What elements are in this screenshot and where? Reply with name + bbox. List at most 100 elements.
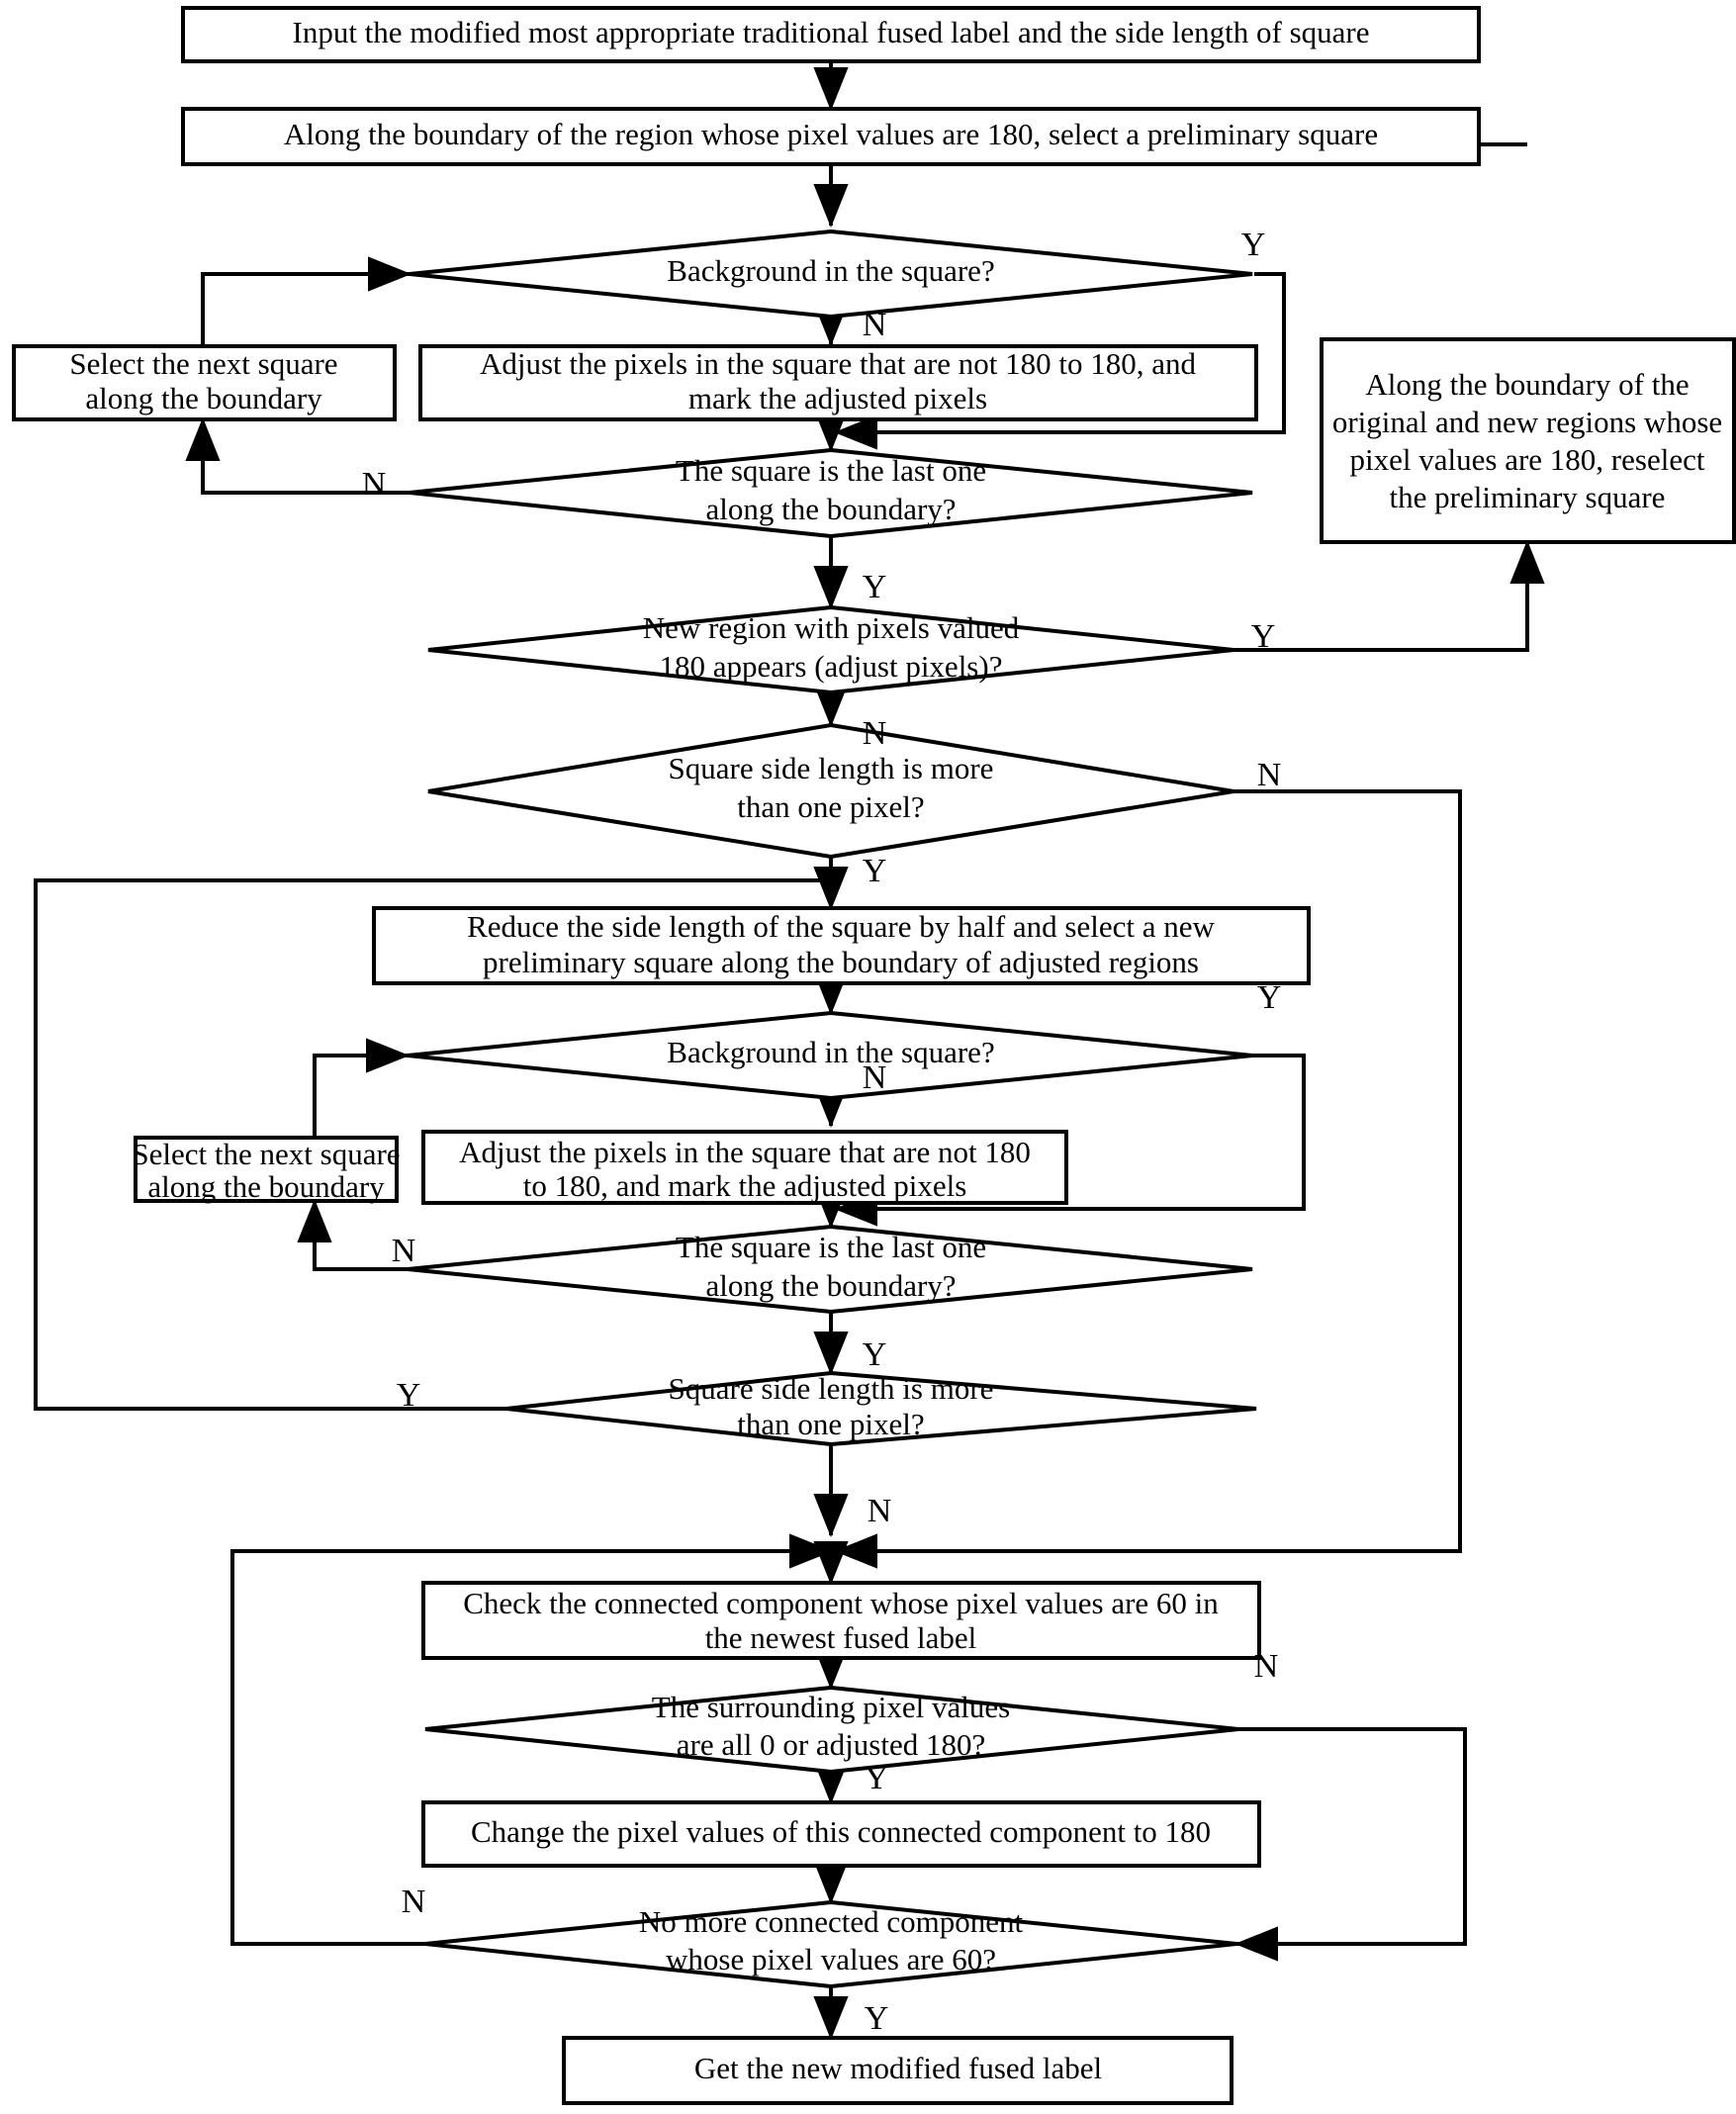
node-n1-line-0: Input the modified most appropriate trad… <box>293 15 1370 49</box>
branch-label-b9: Y <box>1257 979 1282 1016</box>
node-n6-rect <box>1320 337 1736 544</box>
node-n19-line-0: No more connected component <box>639 1904 1024 1939</box>
connectors <box>34 61 1545 2040</box>
node-n1-rect <box>181 6 1481 63</box>
node-n16-line-0: Check the connected component whose pixe… <box>463 1586 1219 1620</box>
node-n1: Input the modified most appropriate trad… <box>181 6 1481 63</box>
node-n19: No more connected component whose pixel … <box>424 1899 1237 1989</box>
node-n11: Background in the square? <box>407 1010 1253 1101</box>
edge-n15-Y-return <box>34 867 849 1411</box>
node-n6-line-1: original and new regions whose <box>1332 405 1722 439</box>
node-n4-line-0: Select the next square <box>69 346 337 381</box>
node-n20: Get the new modified fused label <box>562 2036 1233 2105</box>
branch-label-b10: N <box>863 1059 887 1096</box>
edge-n12-to-n11 <box>313 1038 410 1138</box>
node-n5-line-1: mark the adjusted pixels <box>688 381 987 415</box>
node-n12: Select the next square along the boundar… <box>132 1136 401 1204</box>
node-n5: Adjust the pixels in the square that are… <box>418 344 1258 421</box>
node-n19-line-1: whose pixel values are 60? <box>666 1942 996 1976</box>
node-n2-line-0: Along the boundary of the region whose p… <box>284 117 1378 151</box>
edge-n11-Y-bypass <box>834 1054 1306 1227</box>
node-n9-line-1: than one pixel? <box>737 789 924 824</box>
branch-label-b14: N <box>868 1493 892 1529</box>
node-n13-rect <box>421 1130 1068 1205</box>
node-n13-line-0: Adjust the pixels in the square that are… <box>459 1135 1031 1169</box>
node-n13-line-1: to 180, and mark the adjusted pixels <box>523 1168 967 1203</box>
branch-label-b1: Y <box>1241 227 1266 263</box>
node-n13: Adjust the pixels in the square that are… <box>421 1130 1068 1205</box>
node-n19-diamond <box>424 1899 1237 1989</box>
node-n17: The surrounding pixel values are all 0 o… <box>424 1685 1239 1775</box>
node-n12-line-1: along the boundary <box>147 1169 385 1204</box>
node-n6-line-2: pixel values are 180, reselect <box>1350 442 1705 477</box>
node-n18-rect <box>421 1800 1261 1868</box>
node-n12-rect <box>134 1136 399 1203</box>
edge-n17-N-n19 <box>1234 1727 1467 1962</box>
branch-label-b15: N <box>1254 1648 1279 1685</box>
branch-label-b2: N <box>863 307 887 343</box>
node-n14-diamond <box>407 1224 1253 1315</box>
node-n16: Check the connected component whose pixe… <box>421 1581 1261 1660</box>
node-n15-line-0: Square side length is more <box>669 1371 994 1406</box>
branch-label-b11: N <box>392 1233 416 1269</box>
node-n15-diamond <box>505 1370 1257 1447</box>
node-n3: Background in the square? <box>409 229 1253 320</box>
node-n5-rect <box>418 344 1258 421</box>
node-n18: Change the pixel values of this connecte… <box>421 1800 1261 1868</box>
edge-n4-to-n3 <box>201 256 411 346</box>
node-n15-line-1: than one pixel? <box>737 1407 924 1441</box>
node-n11-line-0: Background in the square? <box>667 1035 994 1069</box>
node-n6: Along the boundary of the original and n… <box>1320 337 1736 544</box>
node-n3-line-0: Background in the square? <box>667 253 994 288</box>
node-n18-line-0: Change the pixel values of this connecte… <box>471 1814 1211 1849</box>
node-n20-rect <box>562 2036 1233 2105</box>
branch-label-b6: N <box>863 715 887 752</box>
edge-n9-N-skip <box>834 789 1462 1569</box>
node-n8-diamond <box>427 604 1234 695</box>
branch-label-b18: Y <box>865 2000 889 2037</box>
edge-n7-N-n4 <box>185 417 410 495</box>
node-n7-diamond <box>409 447 1253 539</box>
node-n4-rect <box>12 344 397 421</box>
node-n20-line-0: Get the new modified fused label <box>694 2051 1102 2085</box>
branch-label-b4: Y <box>863 569 887 605</box>
branch-label-b13: Y <box>397 1377 421 1414</box>
node-n2: Along the boundary of the region whose p… <box>181 107 1481 166</box>
node-n3-diamond <box>409 229 1253 320</box>
edge-n14-N-n12 <box>297 1199 408 1271</box>
branch-labels: Y N N Y Y N N Y Y N N Y Y N N Y N Y <box>362 227 1282 2037</box>
node-n9-line-0: Square side length is more <box>669 751 994 785</box>
branch-label-b17: N <box>402 1884 426 1920</box>
node-n4: Select the next square along the boundar… <box>12 344 397 421</box>
branch-label-b16: Y <box>865 1760 889 1796</box>
node-n17-diamond <box>424 1685 1239 1775</box>
node-n17-line-1: are all 0 or adjusted 180? <box>677 1727 985 1762</box>
branch-label-b12: Y <box>863 1336 887 1373</box>
node-n10: Reduce the side length of the square by … <box>372 906 1311 985</box>
node-n10-line-0: Reduce the side length of the square by … <box>467 909 1215 944</box>
node-n17-line-0: The surrounding pixel values <box>652 1690 1010 1724</box>
node-n2-rect <box>181 107 1481 166</box>
branch-label-b7: N <box>1257 757 1282 793</box>
node-n10-line-1: preliminary square along the boundary of… <box>483 945 1199 979</box>
node-n5-line-0: Adjust the pixels in the square that are… <box>480 346 1197 381</box>
branch-label-b5: Y <box>1251 618 1276 655</box>
node-n6-line-3: the preliminary square <box>1390 480 1666 514</box>
edge-n8-Y-n6 <box>1233 540 1545 652</box>
node-n14-line-1: along the boundary? <box>705 1268 956 1303</box>
node-n7-line-0: The square is the last one <box>676 453 986 488</box>
node-n7: The square is the last one along the bou… <box>409 447 1253 539</box>
node-n12-line-0: Select the next square <box>132 1137 400 1171</box>
node-n8-line-1: 180 appears (adjust pixels)? <box>660 649 1003 684</box>
branch-label-b8: Y <box>863 853 887 889</box>
node-n14-line-0: The square is the last one <box>676 1230 986 1264</box>
edge-n3-Y-bypass <box>834 272 1286 450</box>
node-n7-line-1: along the boundary? <box>705 492 956 526</box>
node-n15: Square side length is more than one pixe… <box>505 1370 1257 1447</box>
node-n4-line-1: along the boundary <box>85 381 322 415</box>
node-n11-diamond <box>407 1010 1253 1101</box>
edge-n19-N-return <box>230 1533 833 1946</box>
node-n9: Square side length is more than one pixe… <box>427 722 1234 860</box>
